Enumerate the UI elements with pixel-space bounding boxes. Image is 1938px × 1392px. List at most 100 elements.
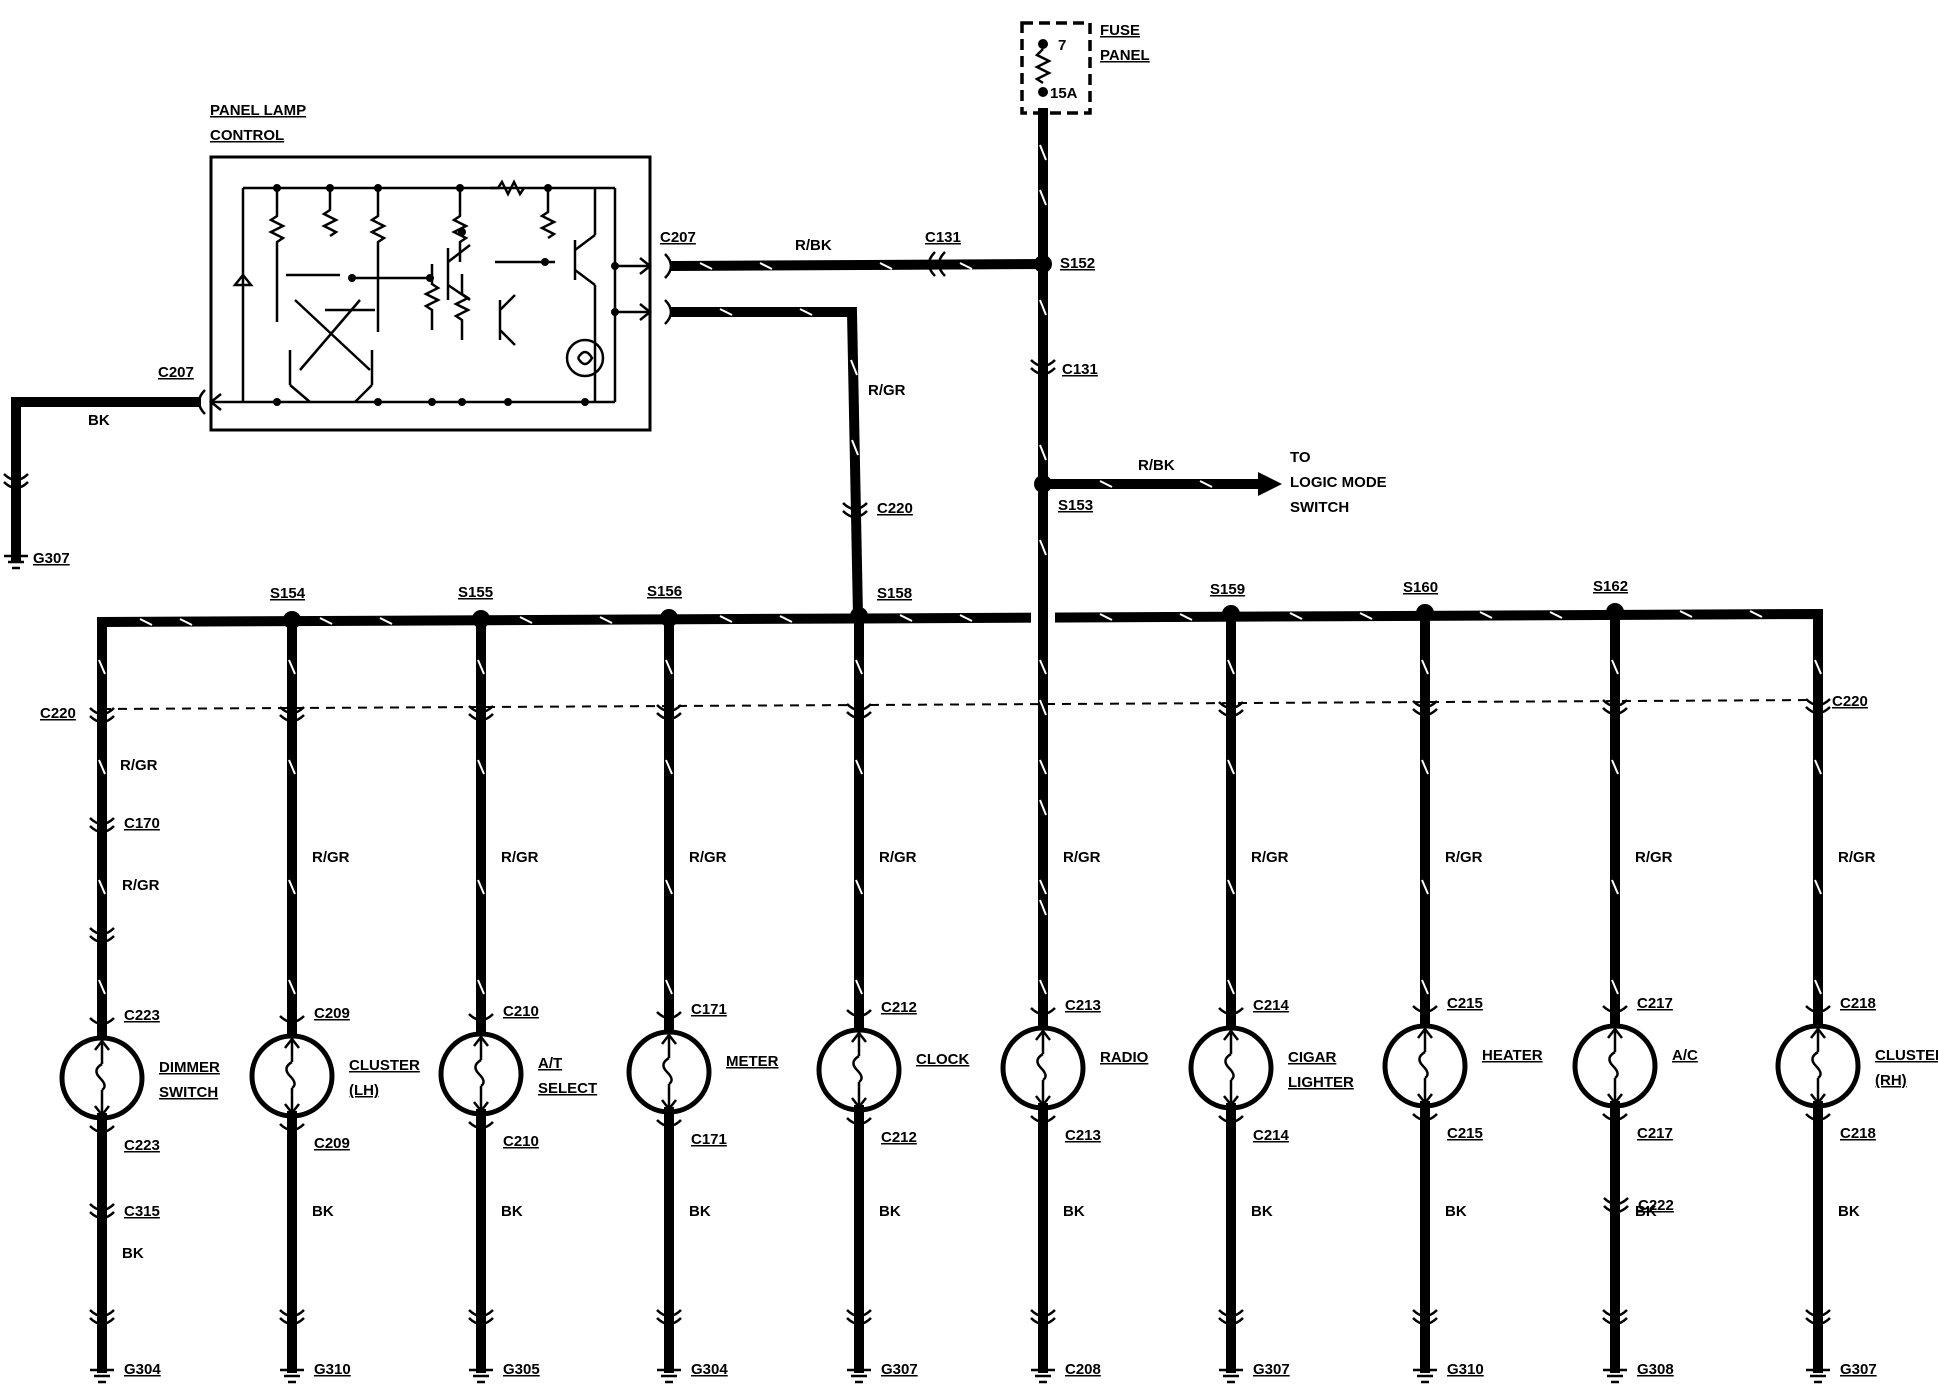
lamp-filament-icon	[285, 1060, 296, 1090]
return-wire-label: BK	[1445, 1203, 1467, 1220]
wire-hatch	[1421, 659, 1429, 675]
bottom-connector-label: C217	[1637, 1125, 1673, 1142]
c220-connector	[1805, 698, 1831, 715]
top-connector-label: C214	[1253, 997, 1290, 1014]
rbk-top-label: R/BK	[795, 237, 832, 254]
return-wire-label: BK	[879, 1203, 901, 1220]
c220-connector	[279, 706, 305, 723]
ground-connector	[1218, 1309, 1244, 1326]
top-connector	[89, 1017, 115, 1026]
top-connector-label: C210	[503, 1003, 539, 1020]
top-connector-label: C218	[1840, 995, 1876, 1012]
s154-label: S154	[270, 585, 306, 602]
ground-connector	[656, 1309, 682, 1326]
top-connector-label: C223	[124, 1007, 160, 1024]
bottom-connector-label: C218	[1840, 1125, 1876, 1142]
feed-wire-label: R/GR	[689, 849, 727, 866]
logic-wire-label: R/BK	[1138, 457, 1175, 474]
top-connector-label: C212	[881, 999, 917, 1016]
wire-hatch	[855, 979, 863, 995]
lower-dimmer-connector	[89, 927, 115, 944]
s160-label: S160	[1403, 579, 1438, 596]
top-connector	[468, 1013, 494, 1022]
bottom-connector-label: C210	[503, 1133, 539, 1150]
s155-label: S155	[458, 584, 493, 601]
wire-hatch	[98, 979, 106, 995]
s153-label: S153	[1058, 497, 1093, 514]
ground-connector	[89, 1309, 115, 1326]
wire-hatch	[1227, 759, 1235, 775]
top-connector	[1218, 1007, 1244, 1016]
c170-label: C170	[124, 815, 160, 832]
wire-hatch	[1611, 759, 1619, 775]
logic-label-1: TO	[1290, 449, 1311, 466]
ground-label: G304	[691, 1361, 728, 1378]
ground-label: G307	[881, 1361, 918, 1378]
rgr-bus	[97, 608, 1823, 708]
panel-lamp-control: PANEL LAMP CONTROL	[208, 102, 653, 432]
lamp-name-1: METER	[726, 1053, 779, 1070]
wire-hatch	[1814, 659, 1822, 675]
c220-right-label: C220	[1832, 693, 1868, 710]
rbk-wire: R/BK C131 C207	[660, 229, 1049, 279]
wire-hatch	[1611, 879, 1619, 895]
feed-wire-label: R/GR	[122, 877, 160, 894]
c131-b-label: C131	[1062, 361, 1098, 378]
wire-hatch	[855, 659, 863, 675]
wire-hatch	[98, 759, 106, 775]
logic-label-3: SWITCH	[1290, 499, 1349, 516]
lamp-name-1: RADIO	[1100, 1049, 1149, 1066]
bottom-connector	[846, 1117, 872, 1126]
ground-connector	[1412, 1309, 1438, 1326]
lamp-name-1: CIGAR	[1288, 1049, 1337, 1066]
wire-hatch	[288, 879, 296, 895]
wire-hatch	[98, 659, 106, 675]
return-wire-label: BK	[312, 1203, 334, 1220]
feed-wire-label: R/GR	[501, 849, 539, 866]
c220-left-label: C220	[40, 705, 76, 722]
feed-wire-label: R/GR	[1635, 849, 1673, 866]
top-connector	[1030, 1007, 1056, 1016]
wire-hatch	[1421, 879, 1429, 895]
lamp-name-2: SELECT	[538, 1080, 597, 1097]
ground-connector	[468, 1309, 494, 1326]
lamp-filament-icon	[1036, 1052, 1047, 1082]
lamp-name-1: CLUSTER	[349, 1057, 420, 1074]
wire-hatch	[1227, 659, 1235, 675]
lamp-filament-icon	[1608, 1050, 1619, 1080]
wire-hatch	[1611, 979, 1619, 995]
fuse-number: 7	[1058, 37, 1066, 54]
bottom-connector	[1030, 1115, 1056, 1124]
bottom-connector	[468, 1121, 494, 1130]
wire-hatch	[288, 759, 296, 775]
wire-hatch	[1814, 879, 1822, 895]
ground-label: G310	[314, 1361, 351, 1378]
s152-label: S152	[1060, 255, 1095, 272]
return-wire-label: BK	[1063, 1203, 1085, 1220]
bottom-connector	[656, 1119, 682, 1128]
logic-label-2: LOGIC MODE	[1290, 474, 1387, 491]
bottom-connector	[1218, 1115, 1244, 1124]
bottom-connector	[89, 1125, 115, 1134]
s156-label: S156	[647, 583, 682, 600]
ground-label: G304	[124, 1361, 161, 1378]
ground-connector	[846, 1309, 872, 1326]
ground-connector	[279, 1309, 305, 1326]
bottom-connector	[1805, 1113, 1831, 1122]
ground-label: G305	[503, 1361, 540, 1378]
wire-hatch	[1421, 759, 1429, 775]
wire-hatch	[288, 659, 296, 675]
fuse-panel: 7 15A FUSE PANEL	[1020, 21, 1150, 115]
feed-wire-label: R/GR	[1445, 849, 1483, 866]
return-wire-label: BK	[1251, 1203, 1273, 1220]
wire-hatch	[1814, 979, 1822, 995]
wire-hatch	[665, 759, 673, 775]
wire-hatch	[1227, 879, 1235, 895]
lamp-filament-icon	[1224, 1052, 1235, 1082]
